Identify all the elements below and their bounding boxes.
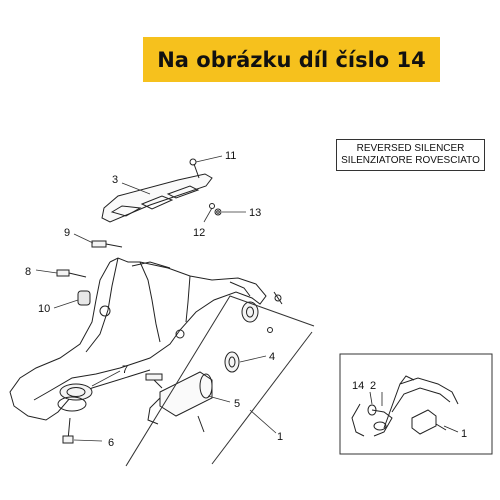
- callout-11: 11: [225, 150, 236, 162]
- callout-8: 8: [25, 266, 31, 278]
- gasket-7: [57, 383, 93, 412]
- callout-12: 12: [193, 227, 205, 239]
- inset-callout-1: 1: [461, 428, 467, 440]
- callout-5: 5: [234, 398, 240, 410]
- banner-text: Na obrázku díl číslo 14: [157, 47, 426, 72]
- callout-1: 1: [277, 431, 283, 443]
- callout-4: 4: [269, 351, 275, 363]
- part-number-banner: Na obrázku díl číslo 14: [143, 37, 440, 82]
- silencer-5: [145, 371, 213, 433]
- heat-shield-part: [101, 173, 213, 223]
- reversed-silencer-note: REVERSED SILENCER SILENZIATORE ROVESCIAT…: [336, 139, 485, 171]
- inset-reversed-silencer: [339, 353, 493, 455]
- washer-13: [214, 208, 222, 216]
- washer-12: [209, 203, 215, 209]
- callout-9: 9: [64, 227, 70, 239]
- callout-7: 7: [122, 364, 128, 376]
- gasket-4: [224, 351, 240, 373]
- bolt-8: [56, 269, 87, 278]
- note-line-1: REVERSED SILENCER: [356, 143, 465, 154]
- bolt-9: [91, 240, 123, 248]
- inset-callout-14: 14: [352, 380, 364, 392]
- callout-6: 6: [108, 437, 114, 449]
- rubber-mount-10: [77, 290, 91, 306]
- callout-3: 3: [112, 174, 118, 186]
- bolt-6: [62, 417, 74, 444]
- note-line-2: SILENZIATORE ROVESCIATO: [341, 155, 480, 166]
- callout-10: 10: [38, 303, 50, 315]
- rear-flange: [241, 291, 283, 333]
- exhaust-pipe-part: [9, 257, 267, 421]
- inset-callout-2: 2: [370, 380, 376, 392]
- callout-13: 13: [249, 207, 261, 219]
